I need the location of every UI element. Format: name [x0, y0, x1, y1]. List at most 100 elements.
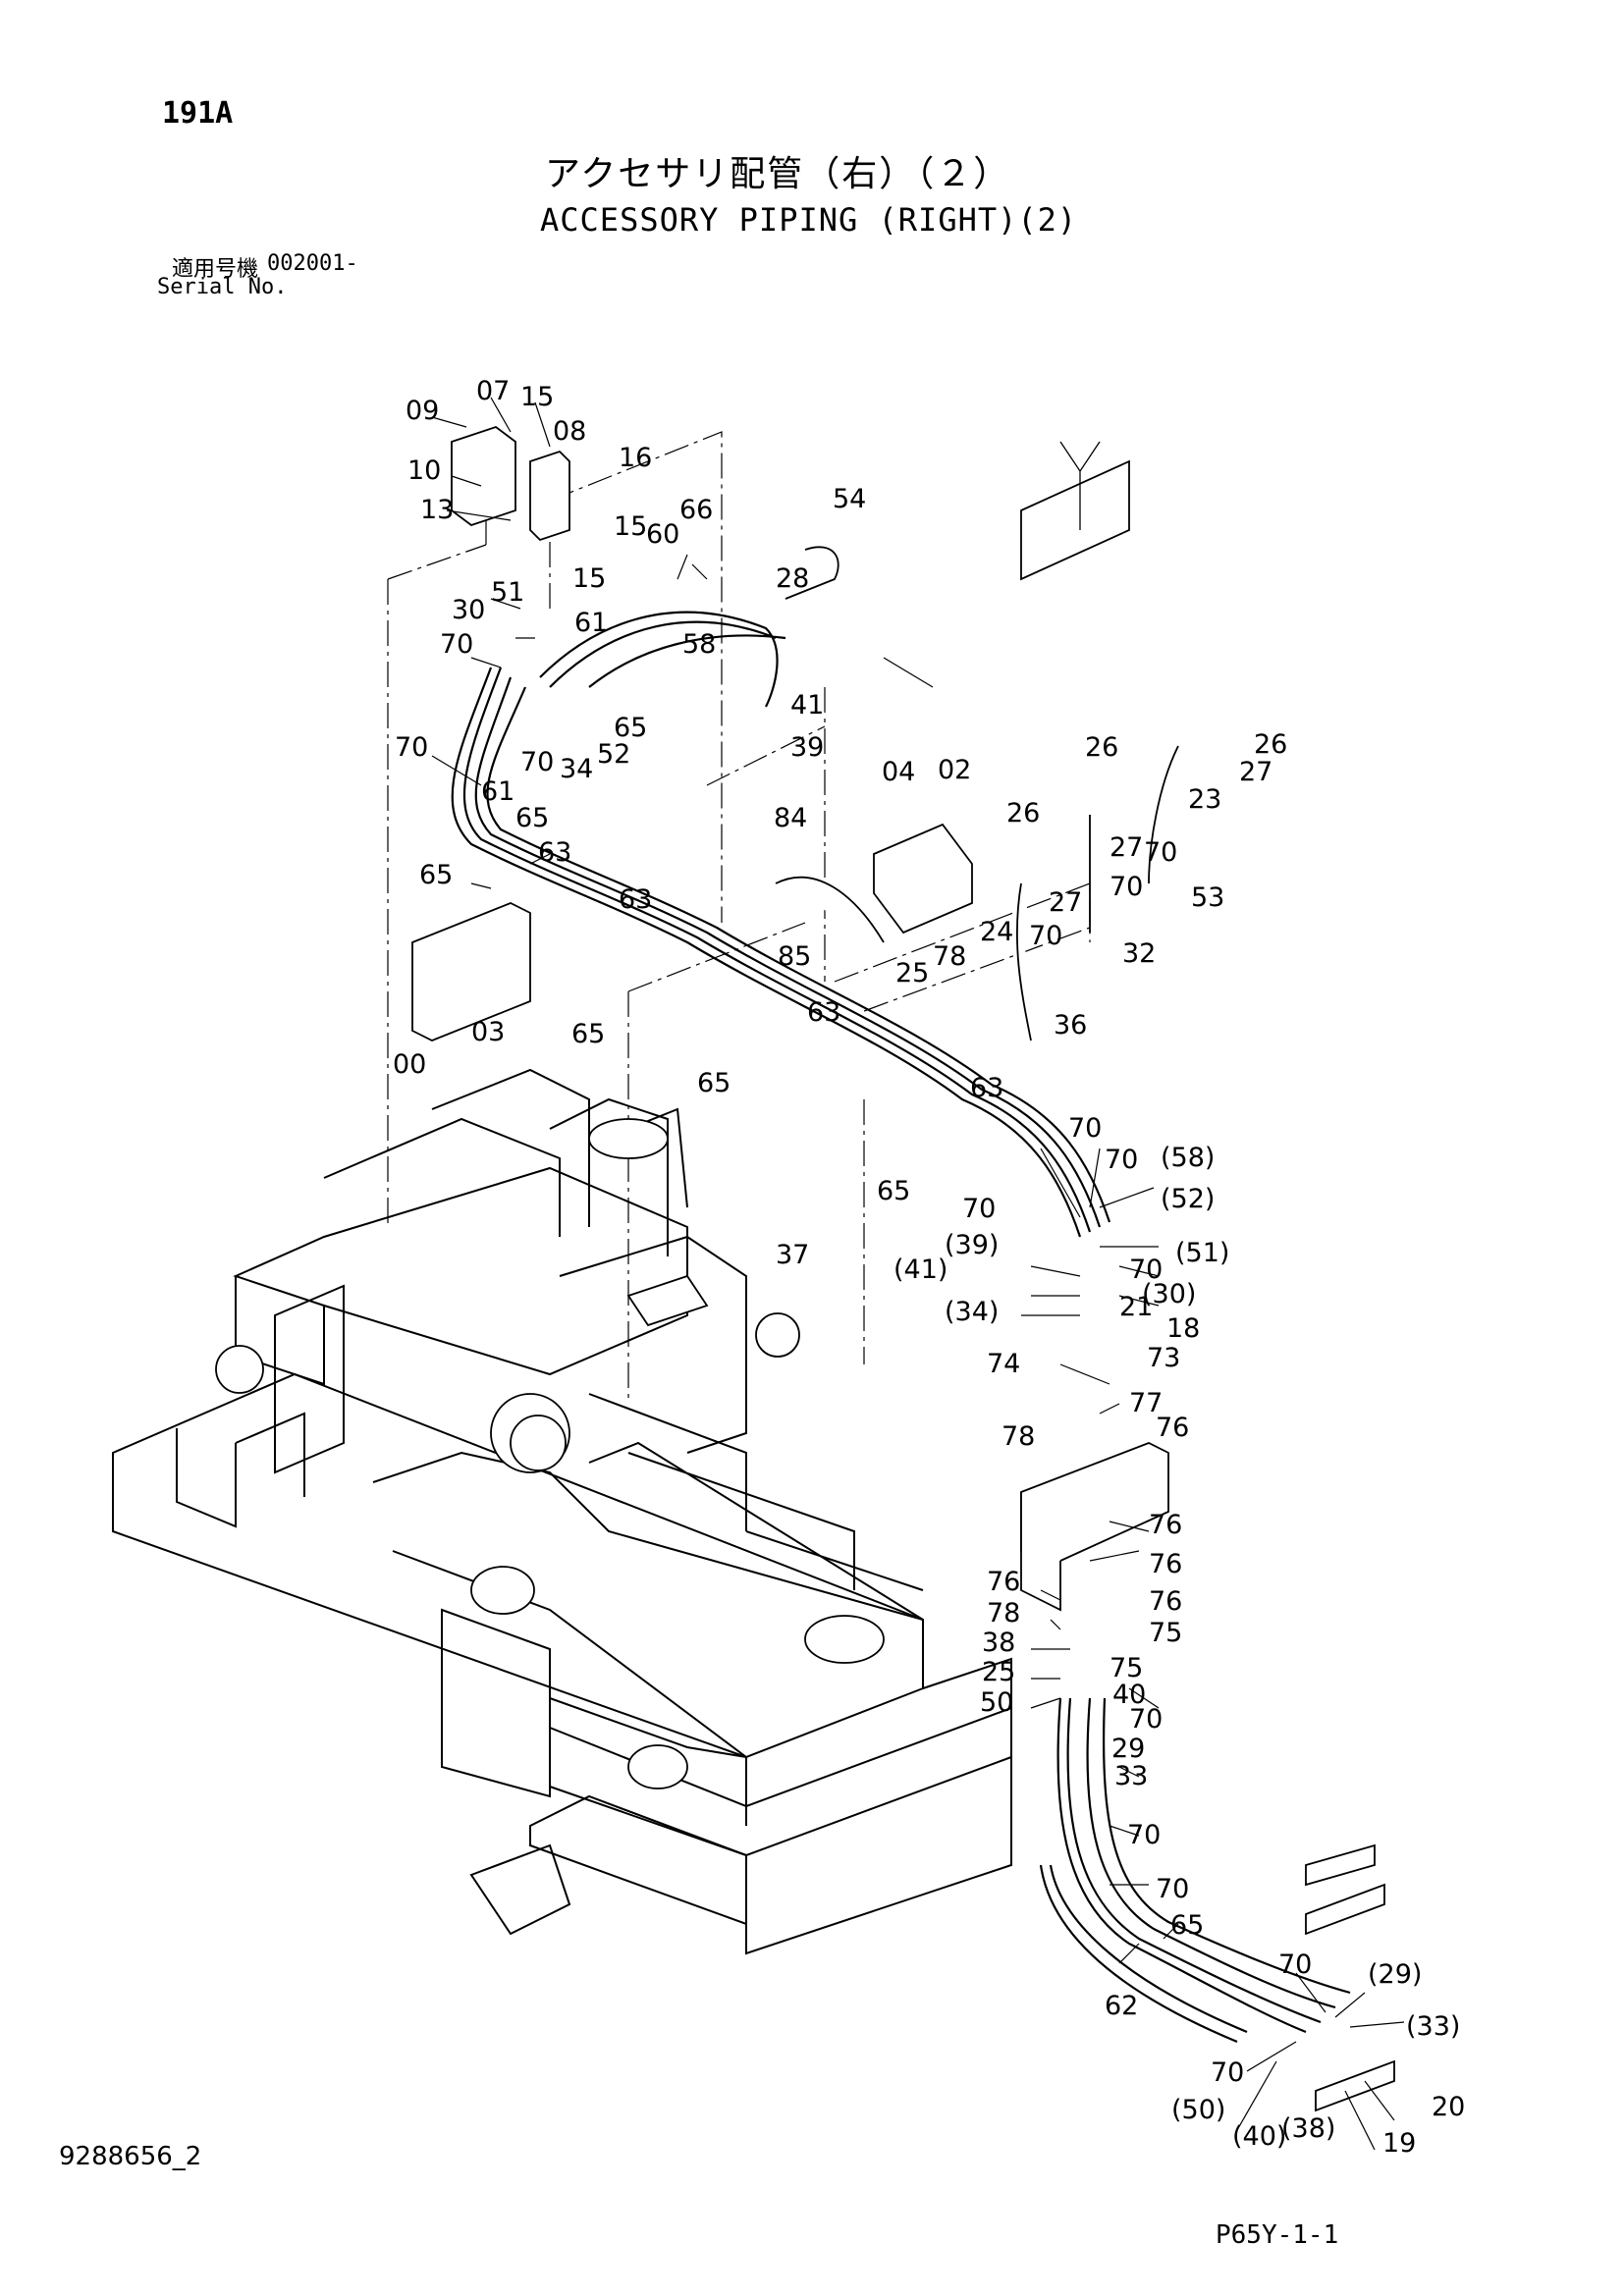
callout: 15 — [520, 382, 554, 412]
callout: 00 — [393, 1049, 426, 1080]
callout: 62 — [1105, 1991, 1138, 2021]
callout: 65 — [877, 1176, 910, 1206]
serial-value: 002001- — [267, 251, 358, 276]
page-number: 191A — [162, 96, 234, 131]
callout: 75 — [1110, 1653, 1143, 1683]
callout: 63 — [538, 837, 571, 868]
callout: 78 — [1001, 1421, 1035, 1452]
callout: 76 — [1149, 1510, 1182, 1540]
callout: 24 — [980, 917, 1013, 947]
callout: 25 — [982, 1657, 1015, 1687]
callout: 70 — [1278, 1949, 1312, 1980]
callout: 84 — [774, 803, 807, 833]
callout: 23 — [1188, 784, 1221, 815]
callout: (29) — [1368, 1959, 1422, 1990]
callout: 29 — [1111, 1734, 1145, 1764]
callout: 20 — [1432, 2092, 1465, 2122]
callout: 63 — [970, 1073, 1003, 1103]
callout: 50 — [980, 1687, 1013, 1718]
callout: 76 — [1149, 1549, 1182, 1579]
callout: 77 — [1129, 1388, 1163, 1418]
callout: 65 — [697, 1068, 731, 1098]
callout: (39) — [945, 1230, 999, 1260]
callout: 25 — [895, 958, 929, 988]
callout: 75 — [1149, 1618, 1182, 1648]
callout: 65 — [515, 803, 549, 833]
callout: 26 — [1085, 732, 1118, 763]
callout: 16 — [619, 443, 652, 473]
callout: 65 — [571, 1019, 605, 1049]
callout: 10 — [407, 455, 441, 486]
callout: 70 — [520, 747, 554, 777]
callout: (52) — [1161, 1184, 1215, 1214]
callout: 70 — [1105, 1145, 1138, 1175]
callout: 63 — [807, 997, 840, 1028]
callout: 78 — [987, 1598, 1020, 1629]
callout: 70 — [440, 629, 473, 660]
callout: 70 — [1156, 1874, 1189, 1904]
serial-label-japanese: 適用号機 — [172, 257, 259, 282]
callout: 70 — [1129, 1255, 1163, 1285]
callout: (40) — [1232, 2121, 1286, 2152]
callout: 41 — [790, 690, 824, 721]
callout: 85 — [778, 941, 811, 972]
callout: 19 — [1382, 2128, 1416, 2159]
callout: (38) — [1281, 2113, 1335, 2144]
callout: 27 — [1239, 757, 1272, 787]
callout: 28 — [776, 563, 809, 594]
callout: (58) — [1161, 1143, 1215, 1173]
callout: 70 — [1144, 837, 1177, 868]
title-english: ACCESSORY PIPING (RIGHT)(2) — [540, 201, 1078, 239]
callout-labels: 09 07 15 08 10 16 13 15 15 66 60 54 28 5… — [393, 376, 1465, 2159]
callout: 74 — [987, 1349, 1020, 1379]
callout: (33) — [1406, 2011, 1460, 2042]
callout: 76 — [987, 1567, 1020, 1597]
callout: 13 — [420, 495, 454, 525]
callout: 70 — [1129, 1704, 1163, 1735]
callout: 07 — [476, 376, 510, 406]
title-japanese: アクセサリ配管（右）（２） — [545, 154, 1011, 194]
callout: (41) — [893, 1255, 947, 1285]
callout: 21 — [1119, 1292, 1153, 1322]
document-code: 9288656_2 — [59, 2142, 202, 2171]
callout: 70 — [1127, 1820, 1161, 1850]
callout: 38 — [982, 1628, 1015, 1658]
machine-frame — [112, 1068, 1012, 1955]
callout: (30) — [1142, 1279, 1196, 1309]
callout: 58 — [682, 629, 716, 660]
callout: 32 — [1122, 938, 1156, 969]
callout: 02 — [938, 755, 971, 785]
callout: 54 — [833, 484, 866, 514]
callout: 70 — [395, 732, 428, 763]
callout: 04 — [882, 757, 915, 787]
callout: 09 — [406, 396, 439, 426]
callout: 18 — [1166, 1313, 1200, 1344]
callout: 53 — [1191, 882, 1224, 913]
callout: 40 — [1112, 1680, 1146, 1710]
callout: (51) — [1175, 1238, 1229, 1268]
callout: 70 — [1029, 921, 1062, 951]
callout: 70 — [962, 1194, 996, 1224]
callout: 27 — [1110, 832, 1143, 863]
component-parts — [411, 425, 1395, 2112]
serial-label-english: Serial No. — [157, 275, 288, 299]
callout: 36 — [1054, 1010, 1087, 1041]
callout: (50) — [1171, 2095, 1225, 2125]
callout: 60 — [646, 519, 679, 550]
callout: 61 — [574, 608, 608, 638]
callout: 33 — [1114, 1761, 1148, 1791]
callout: 03 — [471, 1017, 505, 1047]
callout: (34) — [945, 1297, 999, 1327]
callout: 70 — [1068, 1113, 1102, 1144]
callout: 39 — [790, 732, 824, 763]
callout: 76 — [1149, 1586, 1182, 1617]
hose-bundle — [451, 611, 1351, 2044]
callout: 61 — [481, 776, 514, 807]
callout: 34 — [560, 754, 593, 784]
callout: 52 — [597, 739, 630, 770]
callout: 66 — [679, 495, 713, 525]
callout: 37 — [776, 1240, 809, 1270]
callout: 15 — [614, 511, 647, 542]
callout: 26 — [1006, 798, 1040, 828]
